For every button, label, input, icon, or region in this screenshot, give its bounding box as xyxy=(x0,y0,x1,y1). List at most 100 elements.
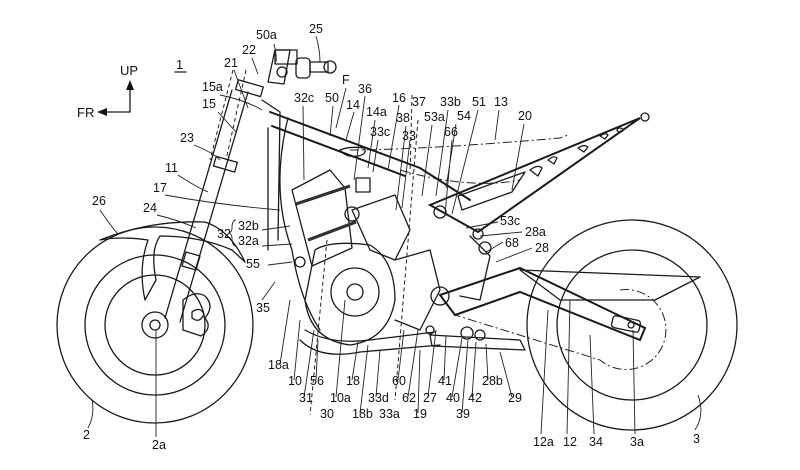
label-56: 56 xyxy=(310,374,324,388)
shock-upper-mount xyxy=(478,241,492,255)
seat-rail-end-bolt xyxy=(640,112,650,122)
center-lines xyxy=(309,94,419,416)
steering-head-block xyxy=(274,49,298,65)
label-53c: 53c xyxy=(500,214,520,228)
label-14a: 14a xyxy=(366,105,387,119)
steering-column xyxy=(267,49,291,85)
rear-shock xyxy=(459,235,491,301)
fork-clamp-upper xyxy=(234,79,264,98)
label-26: 26 xyxy=(92,194,106,208)
label-32c: 32c xyxy=(294,91,314,105)
reference-labels: 50a 25 22 21 15a 15 23 11 17 24 26 32 32… xyxy=(83,22,700,452)
rear-tire-inner xyxy=(556,249,708,401)
front-direction-label: FR xyxy=(77,105,94,120)
label-15a: 15a xyxy=(202,80,223,94)
label-22: 22 xyxy=(242,43,256,57)
footrest-bracket xyxy=(429,334,526,351)
handlebar-grip xyxy=(309,61,329,73)
label-53a: 53a xyxy=(424,110,445,124)
label-32a: 32a xyxy=(238,234,259,248)
label-18: 18 xyxy=(346,374,360,388)
frame-top-rail xyxy=(269,111,471,201)
label-32: 32 xyxy=(217,227,231,241)
label-54: 54 xyxy=(457,109,471,123)
orientation-indicator: UP FR 1 xyxy=(77,57,187,120)
label-10: 10 xyxy=(288,374,302,388)
frame-loop xyxy=(279,117,321,331)
front-fender xyxy=(99,221,246,301)
label-31: 31 xyxy=(299,391,313,405)
label-50: 50 xyxy=(325,91,339,105)
label-3: 3 xyxy=(693,432,700,446)
label-13: 13 xyxy=(494,95,508,109)
cylinder-block xyxy=(291,169,353,267)
label-30: 30 xyxy=(320,407,334,421)
label-42: 42 xyxy=(468,391,482,405)
label-28a: 28a xyxy=(525,225,546,239)
crankshaft xyxy=(346,283,364,301)
label-12a: 12a xyxy=(533,435,554,449)
front-fork xyxy=(164,69,264,323)
bar-end xyxy=(323,60,337,74)
front-axle xyxy=(149,319,161,331)
label-33b: 33b xyxy=(440,95,461,109)
axle-adjuster xyxy=(610,315,642,333)
swing-arm-body xyxy=(438,266,647,342)
front-brake-caliper xyxy=(182,293,211,337)
frame-down-tube xyxy=(261,99,281,251)
seat-frame-pivot-bolt xyxy=(433,205,447,219)
leader-lines xyxy=(87,35,702,437)
up-direction-label: UP xyxy=(120,63,138,78)
label-2: 2 xyxy=(83,428,90,442)
seat-rail-outline xyxy=(427,117,641,234)
linkage-bolt-c xyxy=(425,325,435,335)
frame-cutout xyxy=(339,146,366,158)
label-10a: 10a xyxy=(330,391,351,405)
up-arrow-head-icon xyxy=(126,80,134,90)
seat-frame-lightening-holes xyxy=(529,127,624,177)
label-2a: 2a xyxy=(152,438,166,452)
front-axle-boss xyxy=(141,311,169,339)
label-17: 17 xyxy=(153,181,167,195)
label-35: 35 xyxy=(256,301,270,315)
engine xyxy=(291,169,441,346)
drive-chain-phantom xyxy=(454,289,667,370)
brace-32 xyxy=(227,219,237,247)
handlebar-switch xyxy=(295,57,311,79)
rear-linkage xyxy=(425,235,526,351)
chain-guard xyxy=(519,269,701,301)
seat-frame-lower-bolt xyxy=(472,228,484,240)
label-25: 25 xyxy=(309,22,323,36)
label-14: 14 xyxy=(346,98,360,112)
figure-number: 1 xyxy=(176,57,183,72)
label-19: 19 xyxy=(413,407,427,421)
seat-frame-panel xyxy=(457,171,526,211)
label-28: 28 xyxy=(535,241,549,255)
fork-slider-collar xyxy=(181,251,201,271)
cylinder-head-rear xyxy=(351,194,411,261)
label-27: 27 xyxy=(423,391,437,405)
rear-axle xyxy=(627,321,635,329)
cam-sprocket xyxy=(344,206,360,222)
rear-tire-outer xyxy=(526,219,738,431)
label-28b: 28b xyxy=(482,374,503,388)
label-32b: 32b xyxy=(238,219,259,233)
label-38: 38 xyxy=(396,111,410,125)
front-tire-inner xyxy=(84,254,226,396)
label-33c: 33c xyxy=(370,125,390,139)
front-arrow-head-icon xyxy=(97,108,107,116)
label-33: 33 xyxy=(402,129,416,143)
steering-joint xyxy=(276,66,288,78)
label-40: 40 xyxy=(446,391,460,405)
front-brake-piston xyxy=(191,308,205,321)
cylinder-fin-lower xyxy=(307,220,357,242)
label-60: 60 xyxy=(392,374,406,388)
label-18a: 18a xyxy=(268,358,289,372)
fork-tubes xyxy=(164,89,249,323)
label-23: 23 xyxy=(180,131,194,145)
front-tire-outer xyxy=(56,226,254,424)
main-frame xyxy=(261,99,471,355)
handlebar-assembly xyxy=(267,49,337,85)
